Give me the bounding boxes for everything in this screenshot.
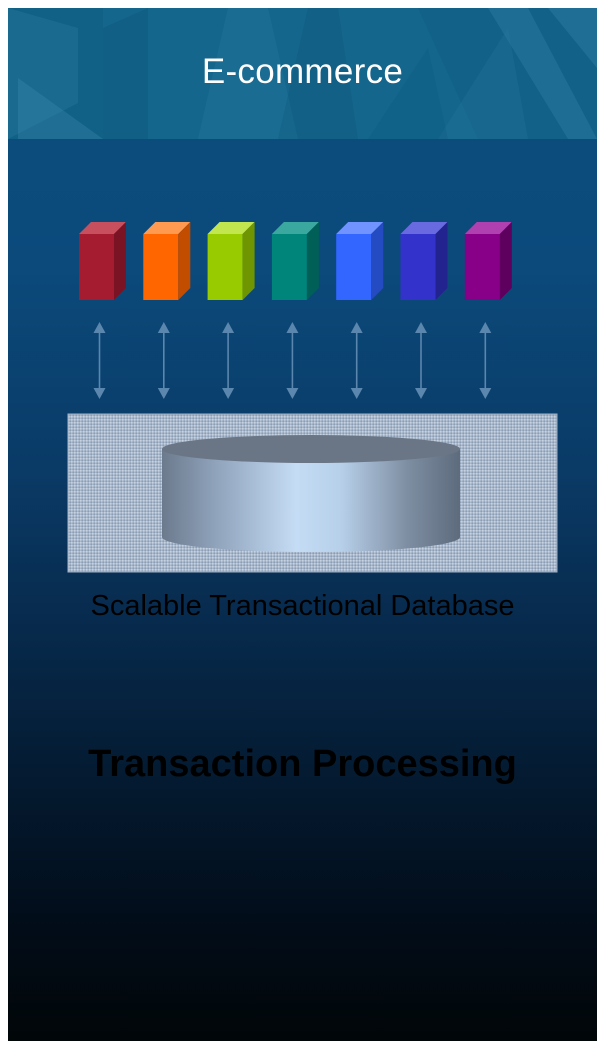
header-title: E-commerce <box>201 52 404 91</box>
connection-arrows <box>93 322 492 399</box>
client-block <box>336 222 384 300</box>
client-block <box>79 222 126 300</box>
client-blocks <box>79 222 512 300</box>
bidirectional-arrow <box>415 322 427 399</box>
bidirectional-arrow <box>479 322 492 399</box>
client-block <box>400 222 448 300</box>
database-cylinder <box>162 435 460 552</box>
client-block <box>464 222 512 300</box>
client-block <box>143 222 191 300</box>
bidirectional-arrow <box>222 322 235 399</box>
header-background-pattern <box>8 8 597 139</box>
database-label: Scalable Transactional Database <box>90 590 515 622</box>
caption: Transaction Processing <box>88 743 517 785</box>
bidirectional-arrow <box>157 322 170 399</box>
client-block <box>207 222 255 300</box>
header-banner: E-commerce <box>8 8 597 139</box>
architecture-diagram <box>67 222 558 573</box>
slide: E-commerce Scalable Transa <box>8 8 597 1041</box>
client-block <box>271 222 319 300</box>
bidirectional-arrow <box>350 322 363 399</box>
bidirectional-arrow <box>286 322 299 399</box>
bidirectional-arrow <box>93 322 106 399</box>
